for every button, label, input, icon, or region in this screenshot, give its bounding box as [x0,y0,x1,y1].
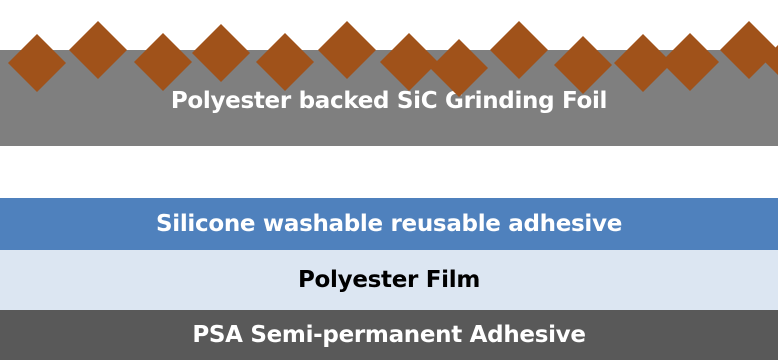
grinding-foil-label: Polyester backed SiC Grinding Foil [170,88,608,114]
separation-gap [0,146,778,198]
polyester-film-label: Polyester Film [297,267,480,293]
silicone-adhesive-label: Silicone washable reusable adhesive [155,211,623,237]
grinding-foil-layer: Polyester backed SiC Grinding Foil [0,50,778,146]
silicone-adhesive-layer: Silicone washable reusable adhesive [0,198,778,250]
psa-adhesive-label: PSA Semi-permanent Adhesive [192,322,586,348]
polyester-film-layer: Polyester Film [0,250,778,310]
psa-adhesive-layer: PSA Semi-permanent Adhesive [0,310,778,360]
